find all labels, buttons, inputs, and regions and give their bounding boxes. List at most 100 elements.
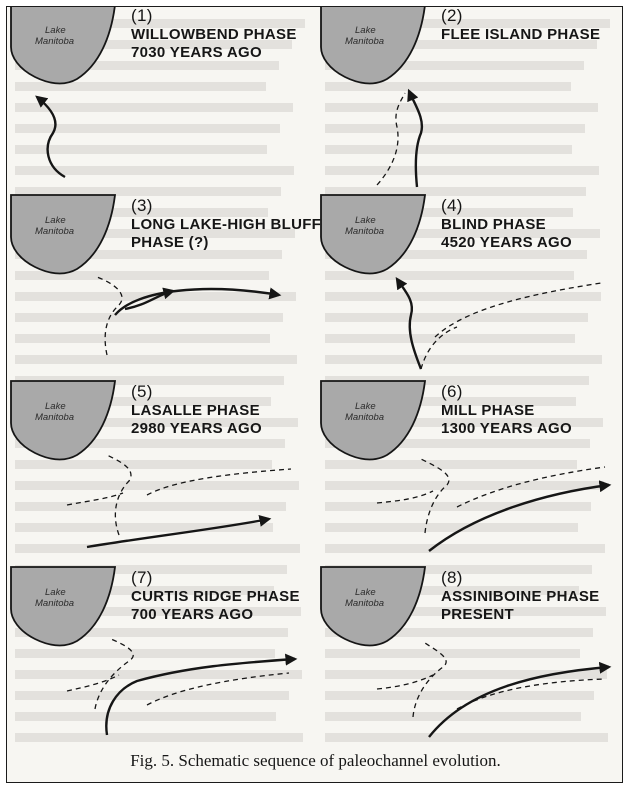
panel-title-line: PRESENT (441, 606, 514, 623)
bleed-line (15, 586, 274, 595)
panel-title-line: BLIND PHASE (441, 216, 546, 233)
active-channel (407, 88, 424, 188)
bleed-line (15, 481, 299, 490)
bleed-line (325, 544, 605, 553)
bleed-line (325, 208, 573, 217)
bleed-line (15, 166, 294, 175)
panel-number: (3) (131, 196, 153, 215)
bleed-line (15, 313, 283, 322)
lake-manitoba-shape (320, 380, 427, 461)
bleed-line (15, 565, 287, 574)
bleed-line (325, 250, 587, 259)
bleed-line (15, 19, 305, 28)
bleed-line (15, 187, 281, 196)
panel-7-channels (66, 638, 298, 736)
bleed-through-text (7, 7, 622, 782)
bleed-line (325, 355, 602, 364)
panel-2-channels (376, 88, 424, 188)
bleed-line (15, 376, 284, 385)
bleed-line (15, 208, 268, 217)
bleed-line (325, 229, 600, 238)
lake-manitoba-shape (10, 7, 116, 85)
abandoned-channel (106, 454, 132, 536)
lake-manitoba-shape (320, 566, 427, 647)
abandoned-channel (420, 326, 458, 370)
bleed-line (325, 670, 607, 679)
active-channel (114, 287, 282, 316)
lake-label-line: Lake (45, 25, 66, 36)
lake-label-line: Manitoba (345, 412, 385, 423)
panel-8-channels (376, 642, 612, 738)
panel-title-line: 4520 YEARS AGO (441, 234, 572, 251)
lake-label-line: Lake (355, 587, 376, 598)
bleed-line (15, 607, 301, 616)
bleed-line (325, 292, 601, 301)
panel-title-line: FLEE ISLAND PHASE (441, 26, 601, 43)
panel-4 (320, 194, 427, 275)
bleed-line (15, 397, 271, 406)
bleed-line (15, 103, 293, 112)
lake-label-line: Lake (45, 587, 66, 598)
bleed-line (325, 40, 597, 49)
abandoned-channel (376, 490, 434, 504)
bleed-line (15, 544, 300, 553)
bleed-line (15, 628, 288, 637)
abandoned-channel (66, 492, 124, 506)
bleed-line (325, 628, 593, 637)
lake-label-line: Manitoba (35, 598, 75, 609)
bleed-line (15, 691, 289, 700)
panel-number: (2) (441, 6, 463, 25)
lake-manitoba-shape (10, 194, 117, 275)
lake-label-line: Lake (45, 401, 66, 412)
lake-manitoba-shape (320, 194, 427, 275)
bleed-line (325, 460, 577, 469)
bleed-line (325, 607, 606, 616)
bleed-line (15, 61, 279, 70)
bleed-line (325, 523, 578, 532)
panel-1 (10, 7, 116, 85)
bleed-line (325, 733, 608, 742)
panel-title-line: LONG LAKE-HIGH BLUFF (131, 216, 322, 233)
abandoned-channel (434, 282, 602, 338)
panel-7 (10, 566, 117, 647)
bleed-line (15, 523, 273, 532)
bleed-line (325, 313, 588, 322)
bleed-line (325, 376, 589, 385)
panel-4-channels (395, 277, 602, 370)
bleed-line (15, 502, 286, 511)
lake-label-line: Manitoba (345, 226, 385, 237)
panel-title-line: CURTIS RIDGE PHASE (131, 588, 300, 605)
panel-title-line: 1300 YEARS AGO (441, 420, 572, 437)
panel-number: (4) (441, 196, 463, 215)
bleed-line (15, 229, 295, 238)
bleed-line (325, 439, 590, 448)
active-channel (124, 287, 176, 311)
lake-label-line: Lake (355, 215, 376, 226)
panel-6-channels (376, 458, 612, 552)
bleed-line (325, 61, 584, 70)
bleed-line (325, 334, 575, 343)
bleed-line (325, 691, 594, 700)
panel-title-line: 7030 YEARS AGO (131, 44, 262, 61)
abandoned-channel (420, 458, 450, 534)
active-channel (35, 95, 66, 179)
bleed-line (325, 82, 571, 91)
active-channel (395, 277, 423, 370)
bleed-line (15, 649, 275, 658)
bleed-line (325, 649, 580, 658)
active-channel (86, 514, 272, 549)
bleed-line (325, 481, 604, 490)
bleed-line (325, 418, 603, 427)
abandoned-channel (66, 674, 120, 692)
abandoned-channel (376, 674, 434, 690)
lake-label-line: Lake (45, 215, 66, 226)
active-channel (105, 653, 298, 736)
paleochannel-figure (10, 7, 612, 738)
